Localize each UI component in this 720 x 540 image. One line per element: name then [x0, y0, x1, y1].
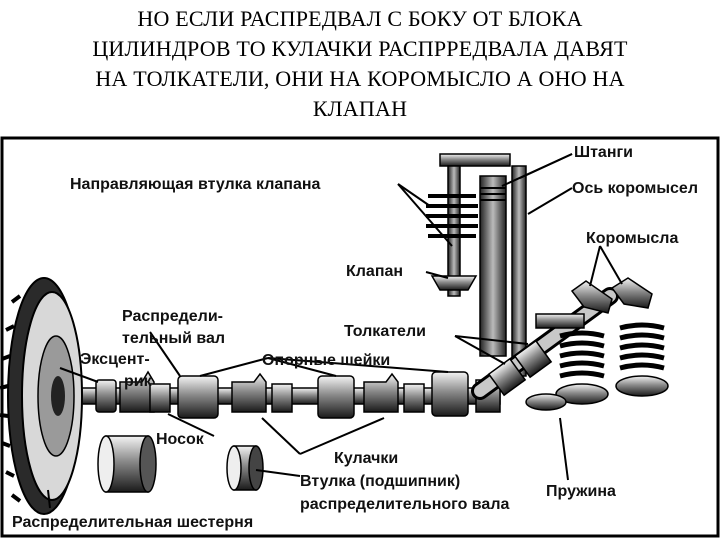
label-valve-guide: Направляющая втулка клапана	[70, 176, 321, 193]
label-nose: Носок	[156, 431, 205, 448]
diagram-labels: Штанги Ось коромысел Направляющая втулка…	[12, 144, 698, 531]
bearing-journal	[177, 375, 219, 419]
valve-spring	[555, 330, 609, 405]
diagram-canvas: Штанги Ось коромысел Направляющая втулка…	[0, 136, 720, 538]
rocker-shaft-assembly	[471, 277, 669, 411]
timing-gear	[0, 277, 83, 515]
figure-frame	[0, 136, 720, 538]
push-rod	[479, 175, 507, 357]
valve-assembly	[426, 153, 527, 377]
label-cams: Кулачки	[334, 450, 398, 467]
bearing-journal	[431, 371, 469, 417]
valve-spring	[426, 194, 478, 238]
label-rockers: Коромысла	[586, 230, 678, 247]
label-camshaft-line1: Распредели-	[122, 308, 223, 325]
cam-lobe	[149, 383, 171, 413]
rocker-bracket	[535, 313, 585, 329]
rocker-arm	[610, 277, 653, 309]
slide-title: НО ЕСЛИ РАСПРЕДВАЛ С БОКУ ОТ БЛОКА ЦИЛИН…	[0, 4, 720, 124]
title-line: КЛАПАН	[312, 96, 408, 121]
camshaft	[69, 370, 501, 419]
label-pushers: Толкатели	[344, 323, 426, 340]
bushing	[97, 435, 157, 493]
label-eccentric-line1: Эксцент-	[80, 351, 150, 368]
cam-lobe	[403, 383, 425, 413]
label-push-rods: Штанги	[574, 144, 633, 161]
valve-head	[430, 275, 478, 291]
title-line: НО ЕСЛИ РАСПРЕДВАЛ С БОКУ ОТ БЛОКА	[137, 6, 583, 31]
label-bushing-line1: Втулка (подшипник)	[300, 473, 460, 490]
label-spring: Пружина	[546, 483, 616, 500]
cam-lobe	[119, 370, 155, 413]
title-line: ЦИЛИНДРОВ ТО КУЛАЧКИ РАСПРРЕДВАЛА ДАВЯТ	[92, 36, 628, 61]
label-journals: Опорные шейки	[262, 352, 390, 369]
label-rocker-axis: Ось коромысел	[572, 180, 698, 197]
cam-lobe	[271, 383, 293, 413]
valve-stem	[447, 165, 461, 297]
rocker-bracket	[439, 153, 511, 167]
eccentric	[95, 379, 117, 413]
label-bushing-line2: распределительного вала	[300, 496, 509, 513]
cam-lobe	[363, 372, 399, 413]
valve-head	[525, 393, 567, 411]
title-line: НА ТОЛКАТЕЛИ, ОНИ НА КОРОМЫСЛО А ОНО НА	[95, 66, 625, 91]
rocker-arm	[570, 280, 613, 314]
pusher	[487, 357, 527, 397]
label-valve: Клапан	[346, 263, 403, 280]
label-eccentric-line2: рик	[124, 373, 153, 390]
label-camshaft-line2: тельный вал	[122, 330, 225, 347]
camshaft-diagram: Штанги Ось коромысел Направляющая втулка…	[0, 136, 720, 540]
bearing-journal	[317, 375, 355, 419]
valve-spring	[615, 322, 669, 397]
bushing	[226, 445, 264, 491]
cam-lobe	[231, 372, 267, 413]
pusher	[513, 339, 553, 379]
leader-lines	[47, 153, 623, 509]
label-timing-gear: Распределительная шестерня	[12, 514, 253, 531]
